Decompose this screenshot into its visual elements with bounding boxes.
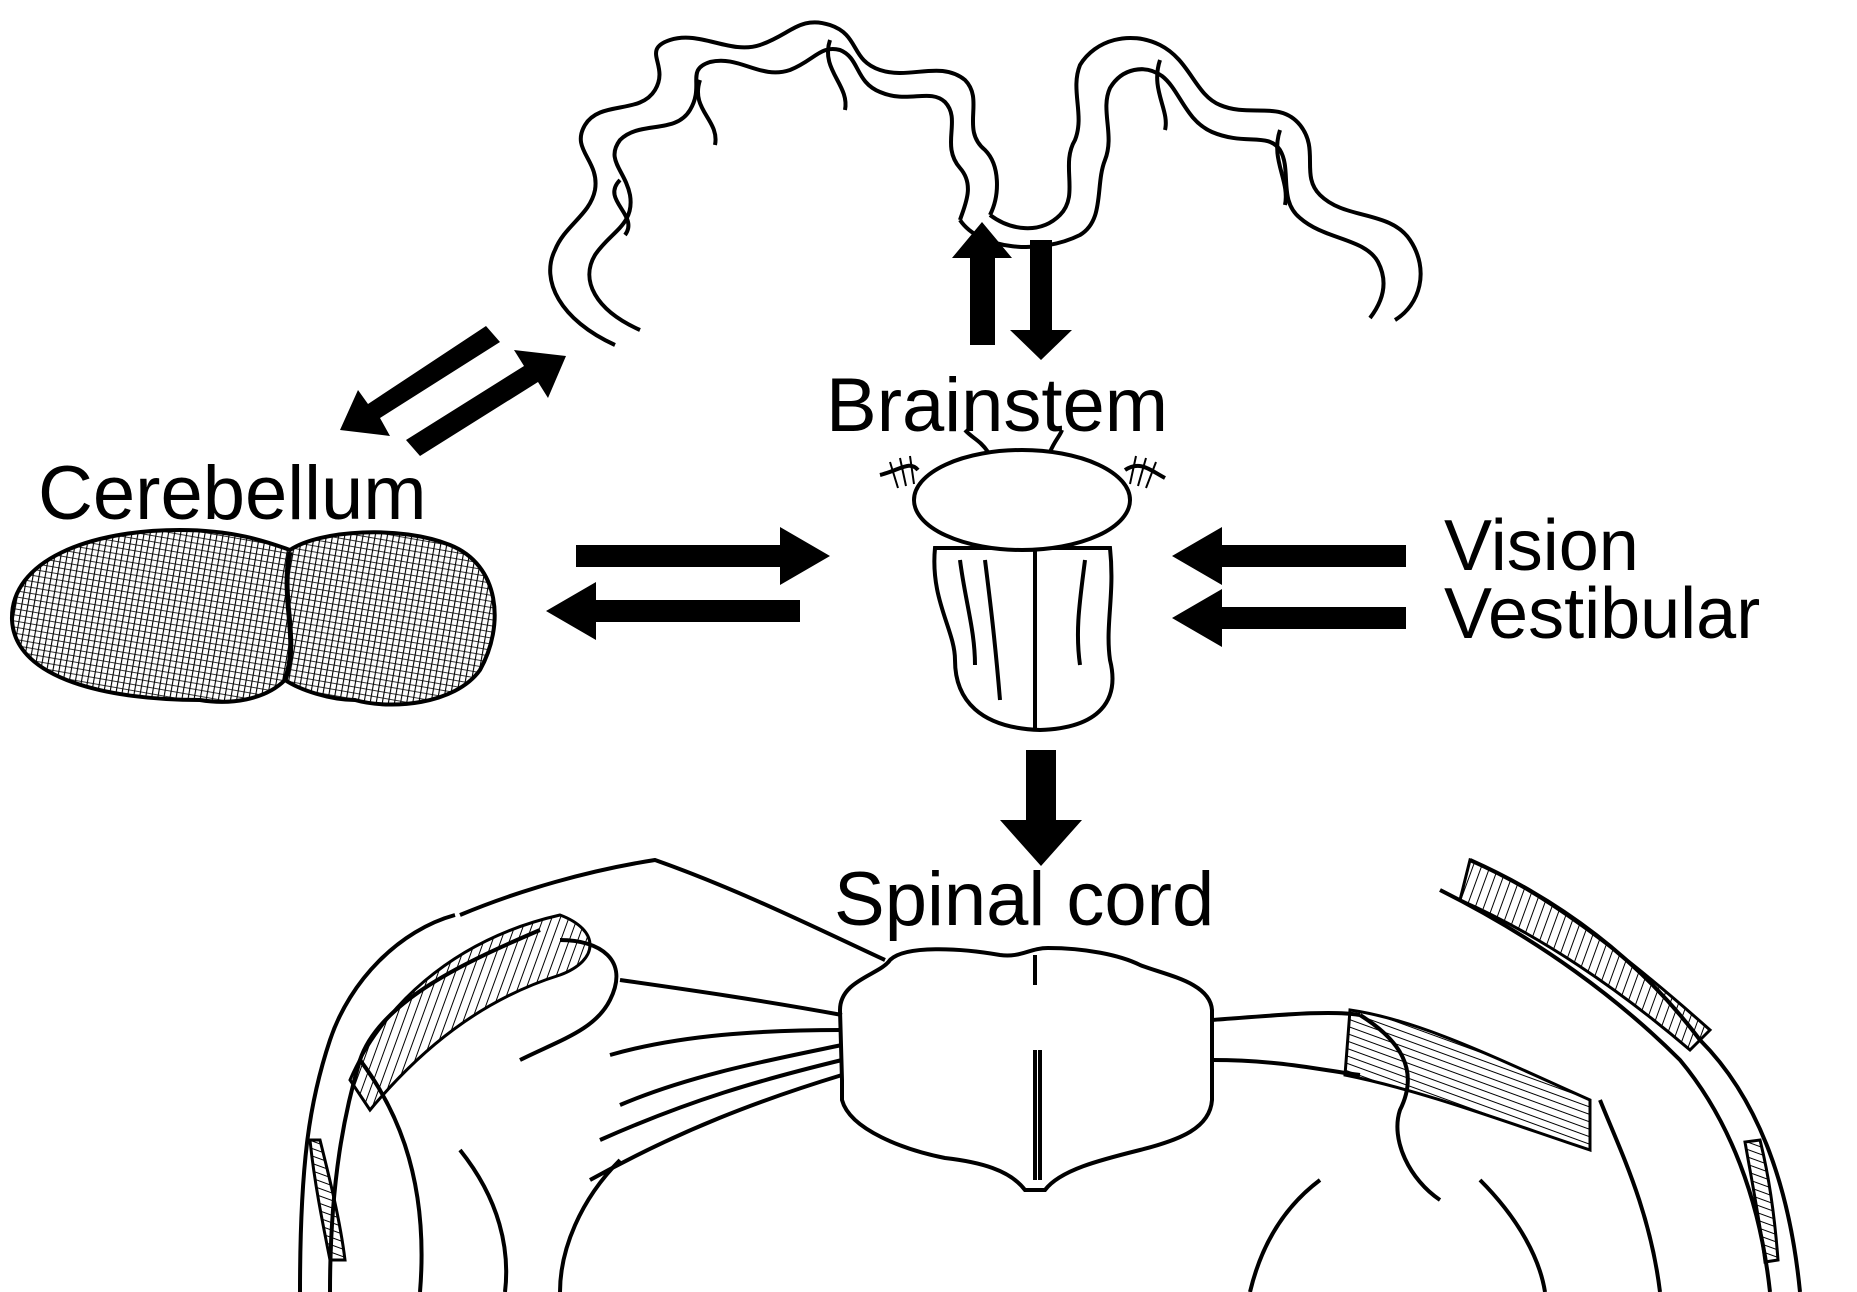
- arrow-from-vision: [1172, 527, 1406, 585]
- left-muscle: [350, 915, 590, 1110]
- arrow-brainstem-spinal: [1000, 750, 1082, 866]
- brainstem-label: Brainstem: [826, 368, 1168, 444]
- arrow-to-cerebellum-lower: [546, 582, 800, 640]
- arrows-sensory-inputs: [1172, 527, 1406, 647]
- right-upper-muscle: [1460, 860, 1710, 1050]
- vision-label: Vision: [1444, 510, 1639, 582]
- vestibular-label: Vestibular: [1444, 578, 1760, 650]
- brainstem-illustration: [880, 430, 1165, 730]
- arrow-to-brainstem: [576, 527, 830, 585]
- arrow-up-to-cortex: [952, 222, 1012, 345]
- arrow-down-from-cortex: [1010, 240, 1072, 360]
- arrows-cerebellum-brainstem: [546, 527, 830, 640]
- spinal-cord-label: Spinal cord: [834, 862, 1214, 938]
- arrow-from-vestibular: [1172, 589, 1406, 647]
- cerebellum-label: Cerebellum: [38, 456, 427, 532]
- right-mid-muscle: [1345, 1010, 1590, 1150]
- cerebellum-illustration: [12, 530, 495, 705]
- arrows-cortex-cerebellum: [340, 326, 566, 456]
